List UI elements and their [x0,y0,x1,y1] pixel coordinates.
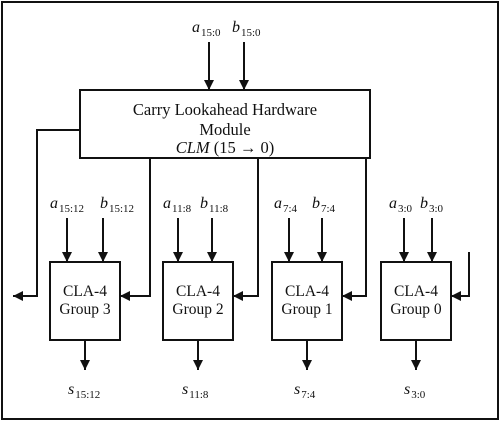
carry-in-arrow [451,252,470,301]
group-2-sum-label: s11:8 [182,381,209,401]
carry-8-arrow [233,158,259,301]
group-2-a-label: a11:8 [163,195,192,215]
input-a-15-0-label: a15:0 [192,19,221,39]
group-0-sum-label: s3:0 [404,381,426,401]
carry-out-arrow [13,129,80,301]
carry-12-arrow [120,158,151,301]
group-1-a-label: a7:4 [274,195,298,215]
clm-subtitle: CLM (15 → 0) [175,138,275,157]
group-1-b-label: b7:4 [312,195,336,215]
group-3-a-label: a15:12 [50,195,85,215]
group-0-a-label: a3:0 [389,195,413,215]
input-b-15-0-label: b15:0 [232,19,261,39]
clm-box [79,89,371,159]
group-3-b-label: b15:12 [100,195,135,215]
group-0-b-label: b3:0 [420,195,444,215]
group-1-sum-label: s7:4 [294,381,316,401]
group-3-sum-label: s15:12 [68,381,101,401]
group-2-b-label: b11:8 [200,195,229,215]
clm-title: Carry Lookahead Hardware Module [132,100,318,139]
carry-4-arrow [342,158,367,301]
